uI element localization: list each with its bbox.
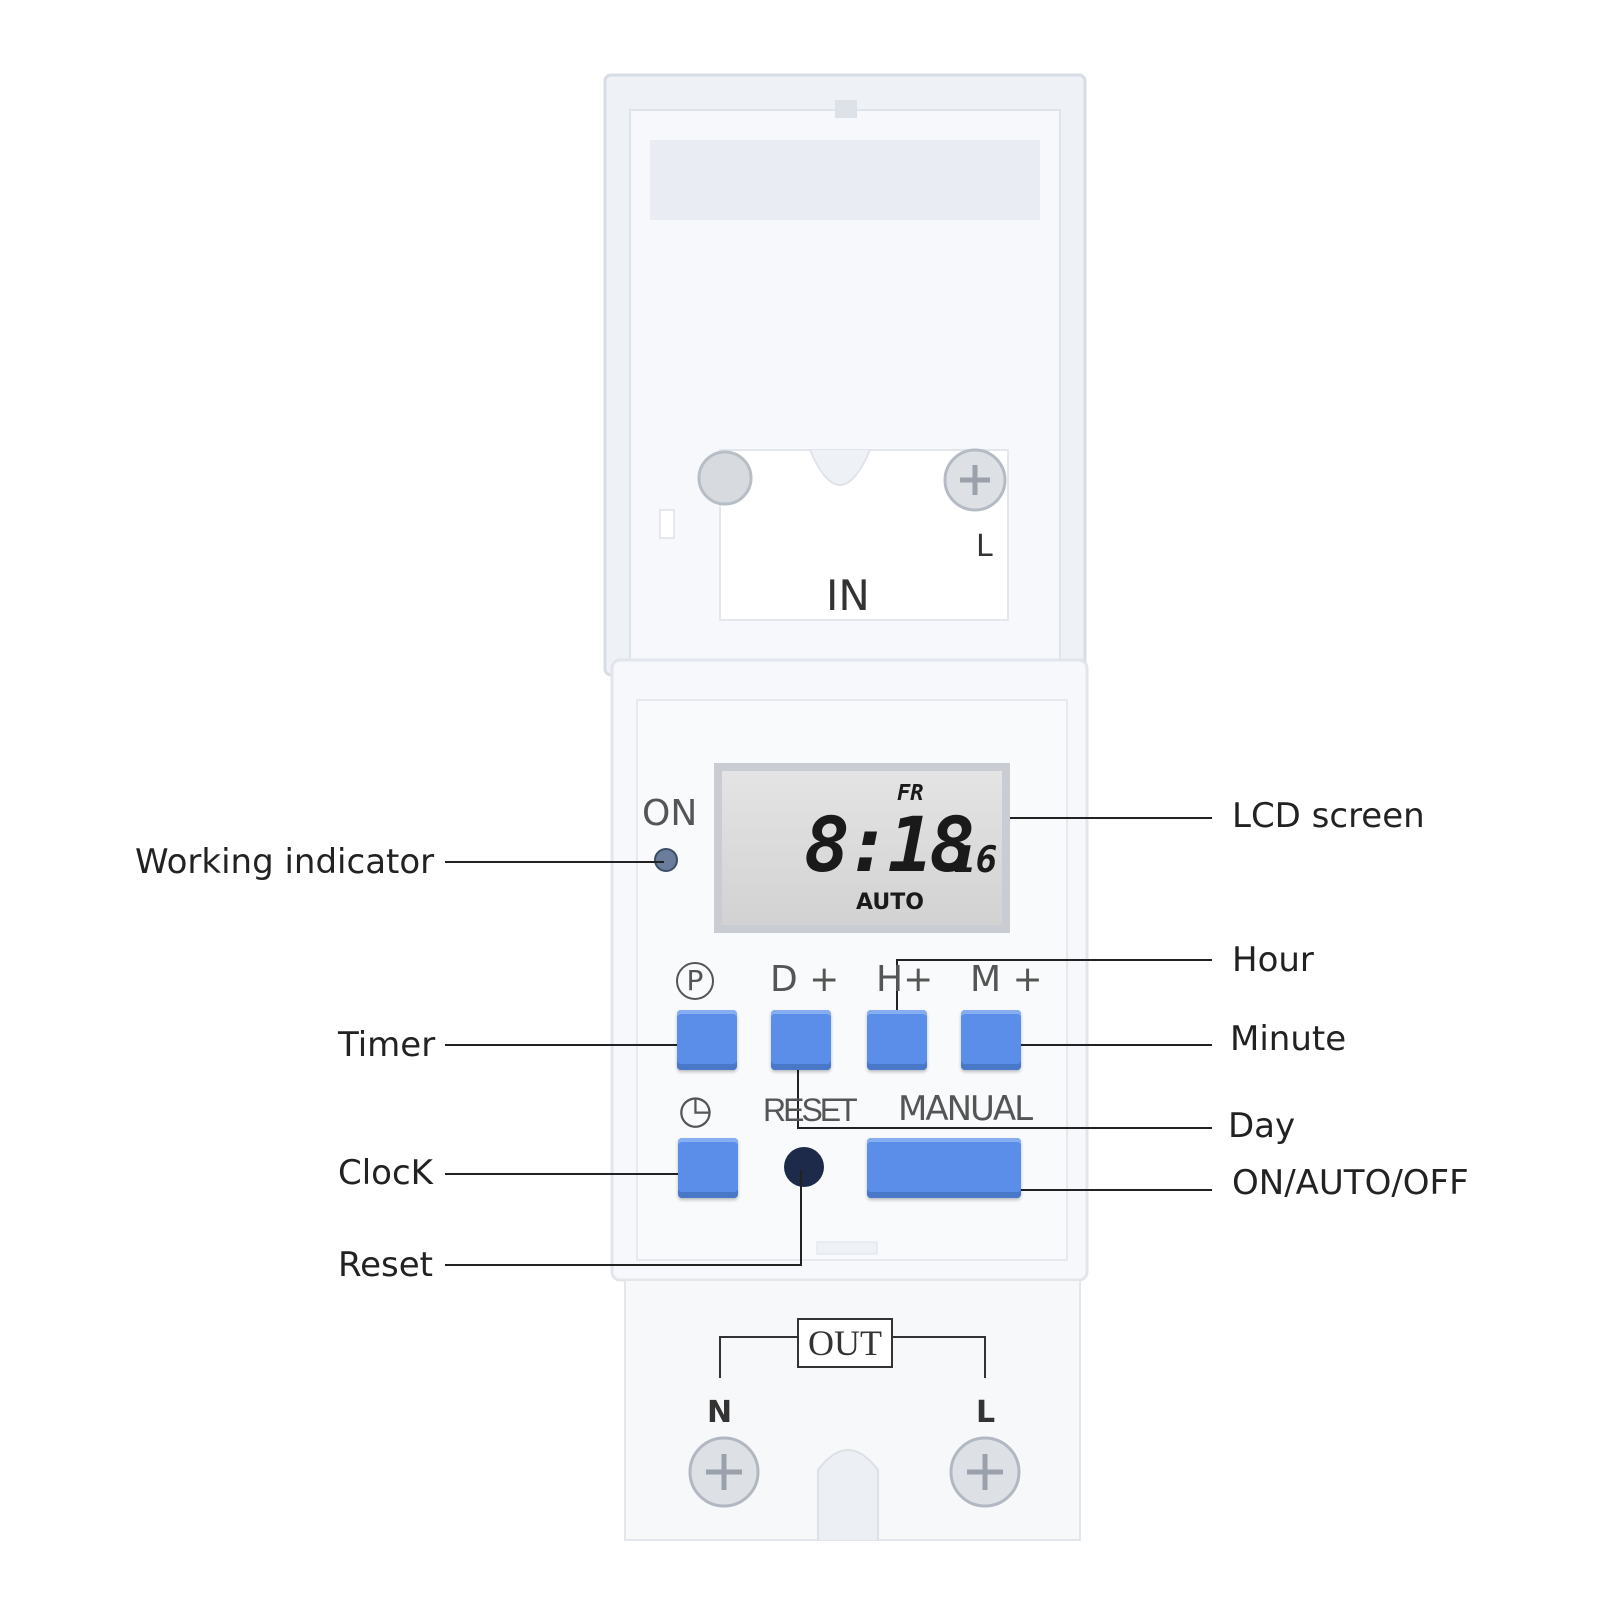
terminal-screw-in-n: [697, 450, 753, 506]
callout-day: Day: [1228, 1106, 1296, 1146]
manual-switch-button[interactable]: [867, 1138, 1021, 1198]
day-plus-button[interactable]: [771, 1010, 831, 1070]
lcd-time: 8:18: [804, 800, 975, 889]
manual-label: MANUAL: [898, 1089, 1033, 1129]
callout-minute: Minute: [1230, 1019, 1347, 1059]
reset-pinhole: [784, 1147, 824, 1187]
out-n-label: N: [707, 1395, 733, 1430]
out-label-box: OUT: [797, 1318, 893, 1368]
terminal-in-label: IN: [826, 571, 870, 620]
hour-button-label: H+: [876, 959, 934, 1000]
minute-button-label: M +: [970, 959, 1043, 1000]
lcd-day: FR: [897, 781, 924, 806]
out-l-label: L: [976, 1395, 996, 1430]
minute-plus-button[interactable]: [961, 1010, 1021, 1070]
input-terminal-block: [697, 448, 1009, 621]
out-label: OUT: [808, 1323, 882, 1363]
timer-button[interactable]: [677, 1010, 737, 1070]
output-section: [624, 1279, 1081, 1541]
callout-hour: Hour: [1232, 940, 1314, 980]
lcd-mode: AUTO: [856, 890, 924, 915]
clock-button[interactable]: [678, 1138, 738, 1198]
callout-on-auto-off: ON/AUTO/OFF: [1232, 1163, 1469, 1203]
clock-button-label: ◷: [678, 1087, 713, 1133]
working-indicator-led: [654, 848, 678, 872]
timer-button-label: P: [676, 962, 714, 1000]
callout-clock: ClocK: [338, 1153, 433, 1193]
lcd-screen: FR 8:18 16 AUTO: [714, 763, 1010, 933]
callout-lcd-screen: LCD screen: [1232, 796, 1425, 836]
hour-plus-button[interactable]: [867, 1010, 927, 1070]
callout-timer: Timer: [338, 1025, 436, 1065]
callout-working-indicator: Working indicator: [135, 842, 435, 882]
callout-reset: Reset: [338, 1245, 433, 1285]
lcd-seconds: 16: [954, 840, 998, 881]
day-button-label: D +: [770, 959, 840, 1000]
on-label: ON: [642, 793, 698, 834]
reset-label: RESET: [763, 1092, 858, 1128]
timer-symbol: P: [686, 964, 704, 997]
terminal-in-l-label: L: [976, 529, 993, 564]
